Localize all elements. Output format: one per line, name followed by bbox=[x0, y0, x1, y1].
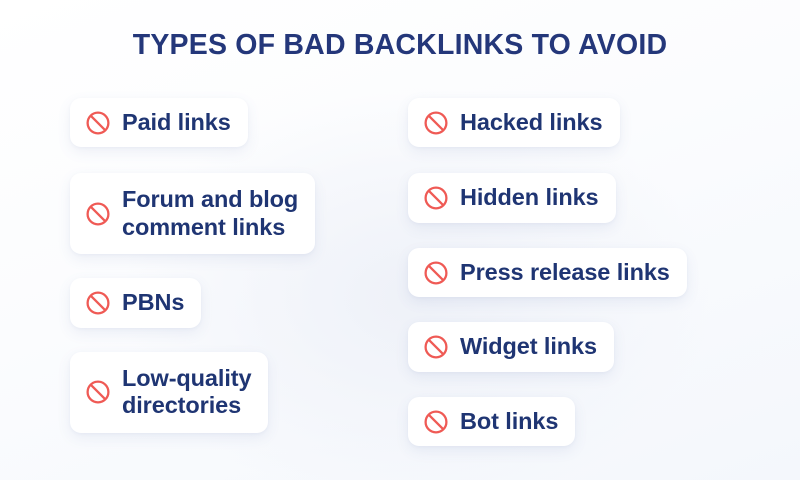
list-item-label: Press release links bbox=[460, 258, 670, 285]
list-item-label: Paid links bbox=[122, 109, 231, 135]
list-item: PBNs bbox=[70, 278, 202, 328]
backlink-column-right: Hacked links Hidden links Press release … bbox=[408, 98, 687, 447]
list-item-label: Low-quality directories bbox=[122, 364, 252, 419]
prohibition-icon bbox=[424, 111, 448, 135]
list-item-label: Hacked links bbox=[460, 109, 603, 135]
prohibition-icon bbox=[424, 410, 448, 434]
list-item-label: Hidden links bbox=[460, 184, 599, 211]
page-title: TYPES OF BAD BACKLINKS TO AVOID bbox=[132, 29, 668, 61]
prohibition-icon bbox=[86, 202, 110, 226]
prohibition-icon bbox=[424, 186, 448, 210]
list-item-label: PBNs bbox=[122, 289, 185, 316]
list-item-label: Forum and blog comment links bbox=[122, 186, 299, 240]
list-item: Low-quality directories bbox=[70, 351, 269, 433]
list-item: Hacked links bbox=[408, 98, 620, 148]
prohibition-icon bbox=[86, 291, 110, 315]
prohibition-icon bbox=[424, 335, 448, 359]
list-item-label: Widget links bbox=[460, 333, 597, 360]
list-item: Bot links bbox=[408, 396, 576, 447]
list-item: Widget links bbox=[408, 322, 614, 372]
backlink-column-left: Paid links Forum and blog comment links … bbox=[70, 98, 316, 433]
list-item: Paid links bbox=[70, 98, 248, 148]
list-item: Forum and blog comment links bbox=[70, 173, 316, 255]
prohibition-icon bbox=[86, 111, 110, 135]
prohibition-icon bbox=[424, 261, 448, 285]
list-item: Hidden links bbox=[408, 173, 616, 223]
list-item: Press release links bbox=[408, 247, 687, 298]
prohibition-icon bbox=[86, 380, 110, 404]
list-item-label: Bot links bbox=[460, 407, 559, 434]
